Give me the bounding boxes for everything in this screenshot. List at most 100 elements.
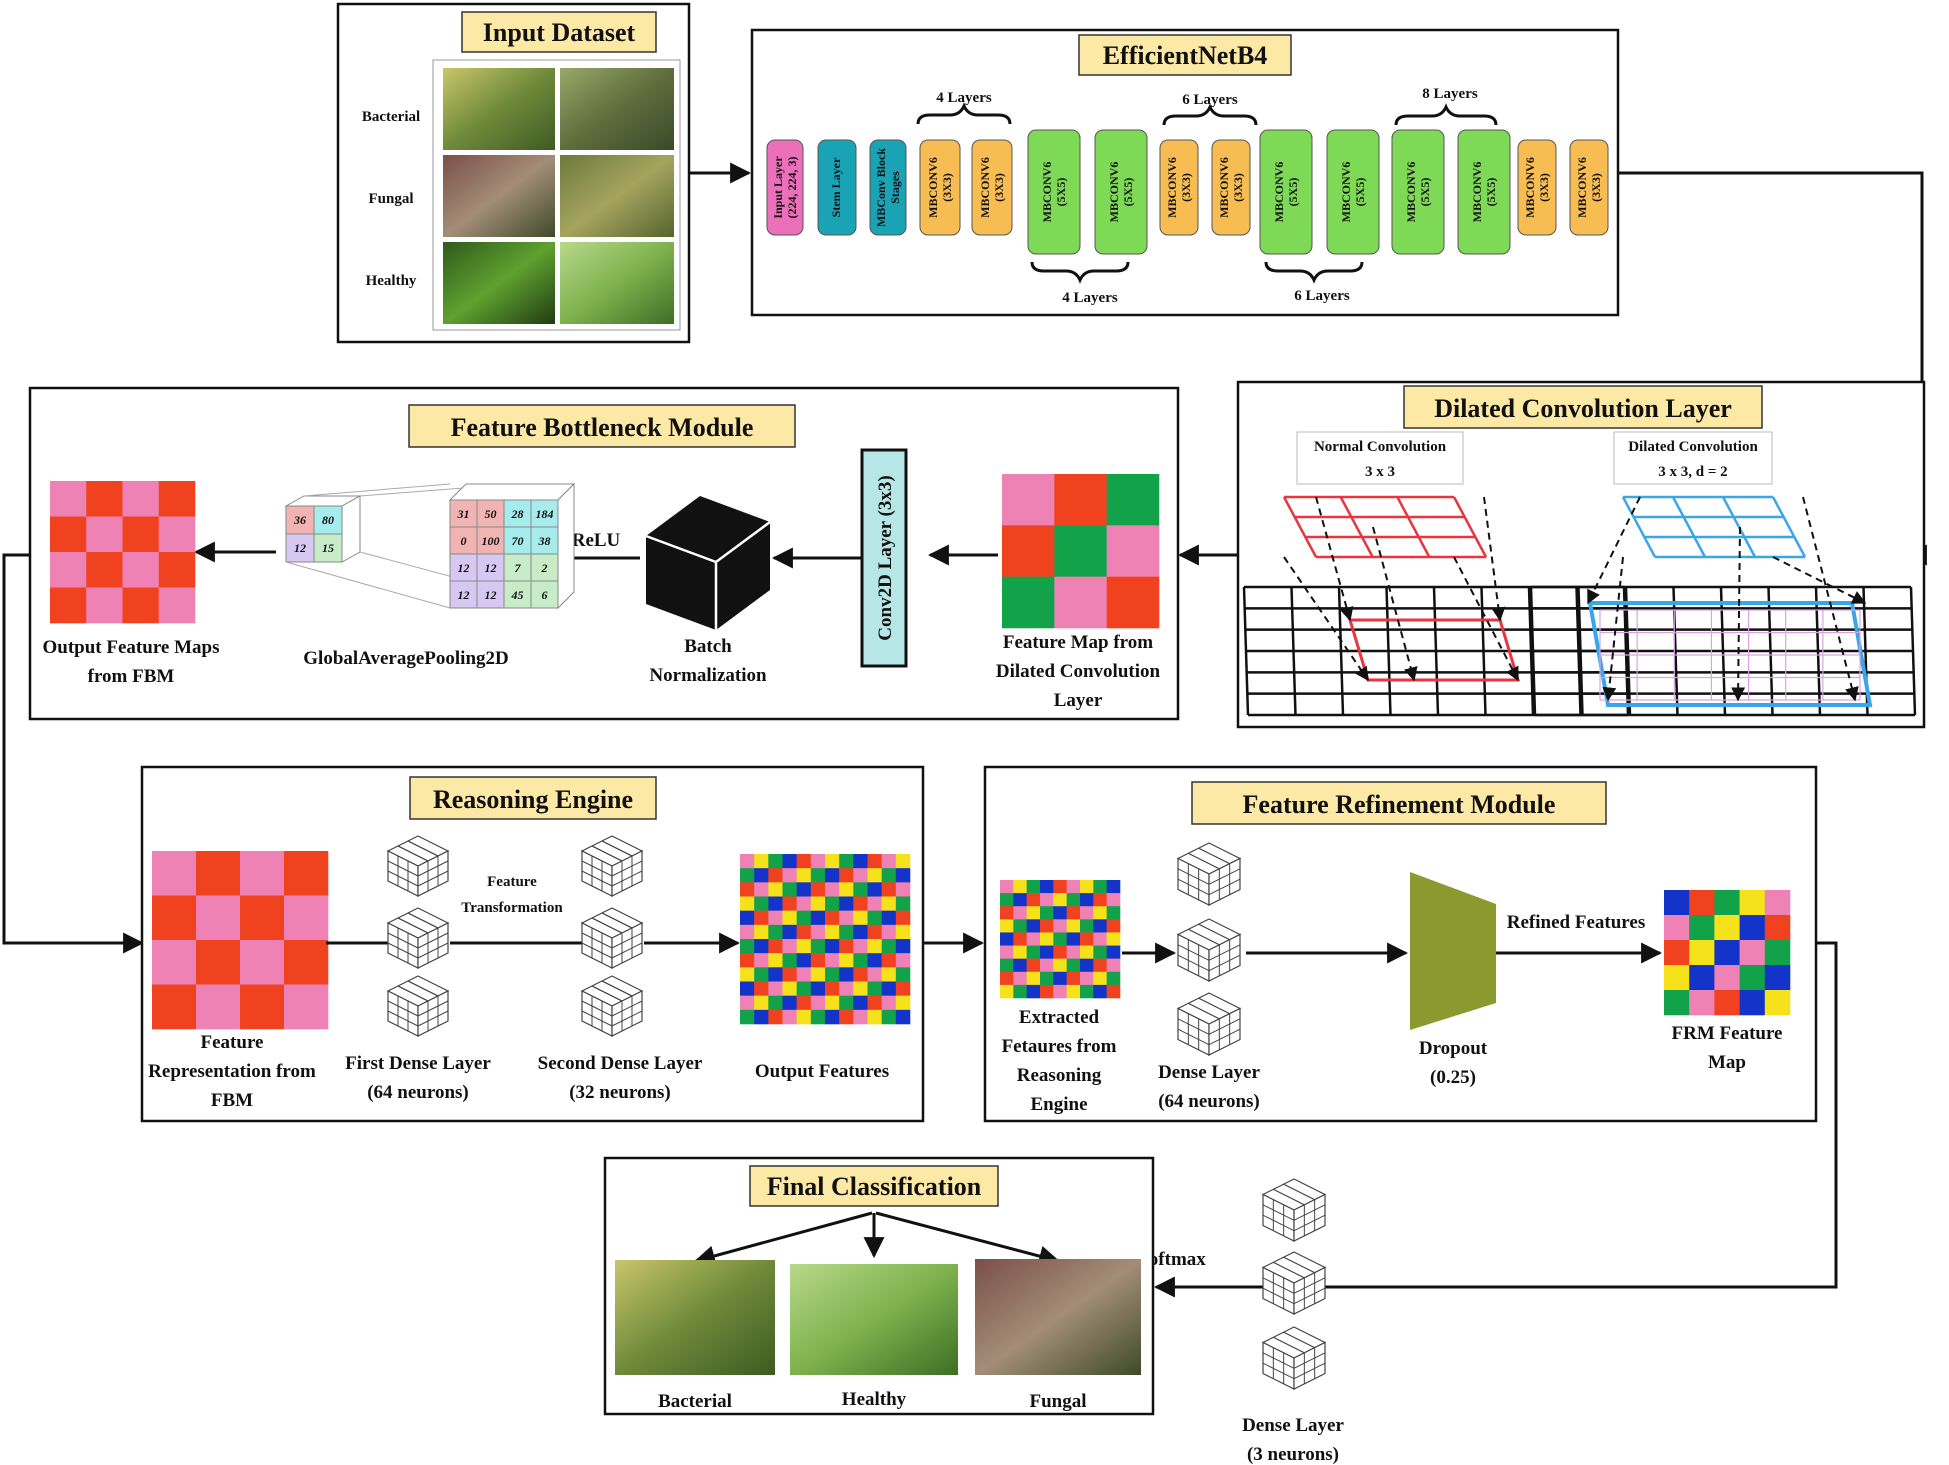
frm-extracted-cell	[1026, 958, 1041, 973]
dropout-trapezoid	[1410, 872, 1496, 1030]
output-feature-maps-from-fbm	[50, 481, 196, 624]
enet-block-sublabel: (5X5)	[1286, 178, 1300, 207]
dense-neuron-cube	[1261, 1178, 1327, 1242]
gap-large-value: 184	[536, 507, 554, 521]
re-output-cell	[881, 910, 897, 926]
gap-large-value: 12	[485, 561, 497, 575]
frm-extracted-cell	[1026, 906, 1041, 920]
efficientnet-panel: EfficientNetB4 Input Layer(224, 224, 3)S…	[750, 28, 1620, 317]
gap-large-cell	[449, 553, 478, 582]
enet-block-13: MBCONV6(3X3)	[1517, 139, 1557, 236]
class-image-bacterial	[615, 1260, 775, 1375]
feature-refinement-panel: Feature Refinement Module Extracted Feta…	[983, 765, 1818, 1123]
conv2d-layer-block	[860, 448, 908, 668]
frm-extracted-cell	[1080, 880, 1094, 894]
re-output-cell	[867, 882, 882, 897]
fbm-featuremap-cell	[1106, 576, 1160, 629]
re-output-cell	[782, 910, 797, 926]
re-output-cell	[740, 924, 755, 940]
class-label-fungal: Fungal	[1029, 1391, 1086, 1412]
frm-extracted-cell	[1080, 958, 1094, 973]
gap-large-cell	[503, 553, 532, 582]
batch-norm-label-2: Normalization	[649, 665, 767, 686]
frm-extracted-cell	[1013, 945, 1027, 959]
gap-large-cell	[503, 499, 532, 528]
re-output-cell	[740, 995, 755, 1011]
frm-extracted-cell	[1040, 958, 1054, 973]
input-dataset-panel: Input Dataset Bacterial Fungal Healthy	[336, 2, 691, 344]
re-output-cell	[796, 981, 812, 996]
input-row-label-healthy: Healthy	[366, 273, 417, 289]
output-features-map	[740, 854, 911, 1025]
frm-map-cell	[1664, 965, 1690, 991]
arrow-fbm-to-reasoning	[2, 553, 145, 954]
re-output-cell	[782, 939, 797, 954]
enet-block-6: MBCONV6(5X5)	[1094, 129, 1148, 255]
enet-block-sublabel: (3X3)	[992, 173, 1006, 202]
frm-extracted-cell	[1026, 919, 1041, 933]
frm-map-cell	[1739, 940, 1766, 966]
re-output-cell	[768, 1009, 783, 1025]
dilated-projection-line	[1731, 526, 1746, 702]
enet-block-1: Stem Layer	[817, 139, 857, 236]
frm-extracted-cell	[1000, 945, 1014, 959]
re-output-cell	[825, 995, 840, 1011]
frm-extracted-cell	[1080, 906, 1094, 920]
brace-top-8-layers	[1394, 103, 1498, 126]
fbm-featuremap-cell	[1054, 576, 1107, 629]
gap-large-cell	[530, 526, 559, 555]
re-output-cell	[740, 967, 755, 982]
frm-extracted-cell	[1080, 893, 1094, 907]
arrow-final-to-bacterial	[693, 1211, 873, 1267]
extracted-label-2: Fetaures from	[1002, 1036, 1117, 1057]
re-output-cell	[895, 868, 911, 883]
re-output-cell	[867, 995, 882, 1011]
frm-extracted-cell	[1066, 893, 1081, 907]
frm-extracted-cell	[1093, 971, 1107, 986]
fbm-output-cell	[86, 587, 123, 624]
re-featrep-cell	[152, 940, 197, 985]
second-dense-label-1: Second Dense Layer	[538, 1053, 703, 1074]
re-featrep-cell	[284, 984, 329, 1030]
re-output-cell	[825, 882, 840, 897]
first-dense-label-2: (64 neurons)	[367, 1082, 469, 1103]
re-output-cell	[839, 882, 854, 897]
conv2d-layer-label: Conv2D Layer (3x3)	[875, 475, 896, 640]
re-output-cell	[782, 868, 797, 883]
fbm-output-cell	[50, 552, 87, 588]
frm-extracted-cell	[1013, 958, 1027, 973]
gap-large-value: 38	[538, 534, 551, 548]
re-featrep-cell	[152, 851, 197, 896]
re-output-cell	[839, 981, 854, 996]
re-output-cell	[810, 924, 826, 940]
re-output-cell	[895, 995, 911, 1011]
re-output-cell	[810, 939, 826, 954]
dilated-title: Dilated Convolution Layer	[1434, 394, 1732, 423]
enet-block-label: MBCONV6	[1107, 162, 1121, 223]
re-output-cell	[825, 981, 840, 996]
re-output-cell	[782, 981, 797, 996]
frm-extracted-cell	[1093, 932, 1107, 946]
re-output-cell	[754, 939, 769, 954]
frm-map-cell	[1739, 965, 1766, 991]
re-output-cell	[768, 995, 783, 1011]
first-dense-label-1: First Dense Layer	[345, 1053, 491, 1074]
enet-block-label: MBCONV6	[1217, 157, 1231, 218]
gap-large-value: 2	[541, 561, 548, 575]
fbm-panel: Feature Bottleneck Module Feature Map fr…	[28, 386, 1180, 721]
re-output-cell	[867, 953, 882, 968]
gap-label: GlobalAveragePooling2D	[303, 648, 508, 669]
frm-extracted-cell	[1066, 919, 1081, 933]
frm-extracted-cell	[1106, 984, 1121, 999]
input-row-label-bacterial: Bacterial	[362, 109, 420, 125]
frm-extracted-cell	[1093, 984, 1107, 999]
re-output-cell	[881, 1009, 897, 1025]
fbm-featuremap-cell	[1106, 525, 1160, 577]
normal-projection-line	[1283, 556, 1369, 682]
re-output-cell	[740, 939, 755, 954]
re-output-cell	[853, 1009, 868, 1025]
frm-map-cell	[1764, 890, 1791, 916]
re-output-cell	[740, 868, 755, 883]
re-output-cell	[895, 981, 911, 996]
